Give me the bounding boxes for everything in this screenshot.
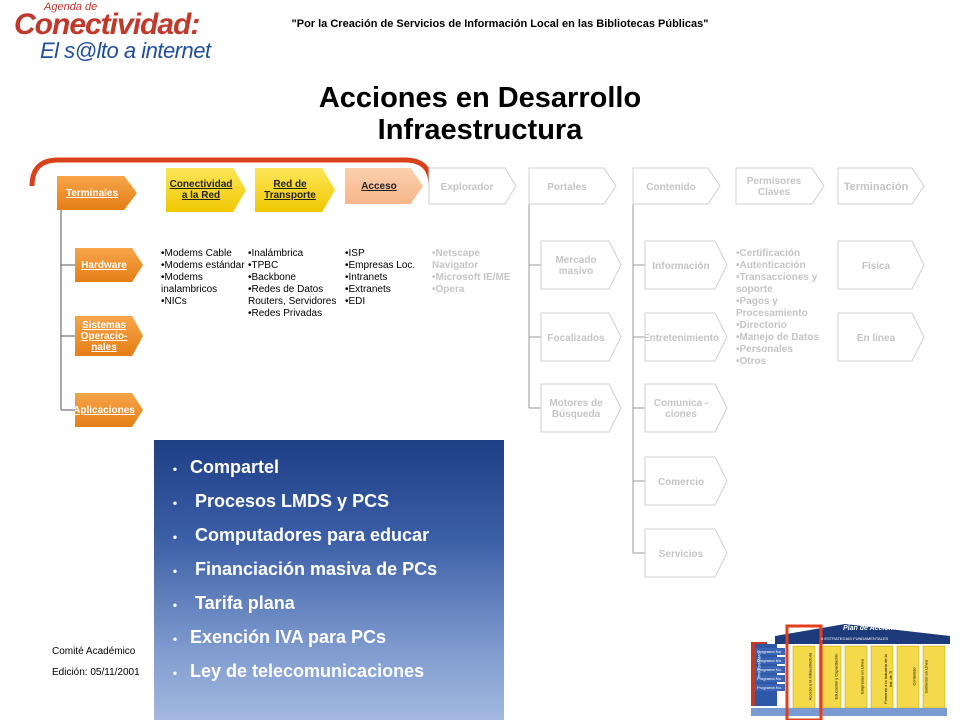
mercado-masivo-arrow[interactable]: Mercado masivo	[555, 255, 597, 277]
list-item: Backbone	[248, 272, 338, 284]
program-item: • Computadores para educar	[172, 525, 430, 545]
acceso-list: ISP Empresas Loc. Intranets Extranets ED…	[345, 248, 429, 308]
comunicaciones-arrow[interactable]: Comunica - ciones	[653, 398, 709, 420]
program-item: •Ley de telecomunicaciones	[172, 661, 425, 681]
entretenimiento-arrow[interactable]: Entretenimiento	[642, 332, 720, 344]
list-item: Manejo de Datos	[736, 332, 832, 344]
list-item: Autenticación	[736, 260, 832, 272]
program-item: • Procesos LMDS y PCS	[172, 491, 390, 511]
plan-strategy: Acceso a la Infraestructura	[807, 652, 813, 701]
plan-accion-thumbnail: Plan de Acción 6 ESTRATEGIAS FUNDAMENTAL…	[735, 622, 957, 720]
plan-strategy: Empresas en Línea	[859, 659, 865, 694]
plan-strategy: Contenido	[911, 667, 917, 686]
title-line1: Acciones en Desarrollo	[318, 82, 642, 114]
programs-list: •Compartel • Procesos LMDS y PCS • Compu…	[160, 450, 437, 688]
list-item: NICs	[161, 296, 247, 308]
logo-line1: Agenda de	[44, 1, 98, 13]
highlight-bracket	[29, 157, 434, 187]
plan-strategy: Gobierno en Línea	[923, 659, 929, 694]
footer-committee: Comité Académico	[52, 646, 136, 657]
program-item: •Exención IVA para PCs	[172, 627, 387, 647]
program-item: •Compartel	[172, 457, 280, 477]
logo-line2: Conectividad:	[14, 8, 200, 41]
acceso-arrow[interactable]: Acceso	[345, 168, 423, 204]
list-item: Otros	[736, 356, 832, 368]
list-item: Netscape Navigator	[432, 248, 524, 272]
program-item: • Financiación masiva de PCs	[172, 559, 438, 579]
list-item: Modems inalambricos	[161, 272, 247, 296]
list-item: Directorio	[736, 320, 832, 332]
focalizados-arrow[interactable]: Focalizados	[547, 332, 605, 344]
terminales-arrow[interactable]: Terminales	[57, 176, 137, 210]
permisores-arrow[interactable]: Permisores Claves	[746, 176, 802, 198]
plan-side-label: PROGRAMAS	[756, 651, 762, 678]
logo-line3: El s@lto a internet	[40, 38, 211, 63]
header-text: "Por la Creación de Servicios de Informa…	[291, 18, 709, 30]
plan-subtitle: 6 ESTRATEGIAS FUNDAMENTALES	[821, 636, 889, 641]
list-item: Empresas Loc.	[345, 260, 429, 272]
page-title: Acciones en Desarrollo Infraestructura	[180, 82, 780, 146]
comercio-arrow[interactable]: Comercio	[657, 476, 705, 488]
red-transporte-list: Inalámbrica TPBC Backbone Redes de Datos…	[248, 248, 338, 320]
footer-edition: Edición: 05/11/2001	[52, 667, 140, 678]
list-item: Modems estándar	[161, 260, 247, 272]
sistemas-operacionales-arrow[interactable]: Sistemas Operacio- nales	[75, 316, 143, 356]
plan-row-label: Programa No.	[757, 667, 782, 672]
permisores-list: Certificación Autenticación Transaccione…	[736, 248, 832, 368]
list-item: Microsoft IE/ME	[432, 272, 524, 284]
plan-strategy: Fomento a la Industria de la Ind. de TI	[883, 654, 893, 704]
aplicaciones-arrow[interactable]: Aplicaciones	[75, 393, 143, 427]
explorador-arrow[interactable]: Explorador	[440, 181, 494, 193]
terminacion-arrow[interactable]: Terminación	[843, 180, 909, 193]
list-item: ISP	[345, 248, 429, 260]
hardware-arrow[interactable]: Hardware	[75, 248, 143, 282]
informacion-arrow[interactable]: Información	[652, 260, 710, 272]
list-item: Redes Privadas	[248, 308, 338, 320]
list-item: TPBC	[248, 260, 338, 272]
fisica-arrow[interactable]: Física	[861, 260, 891, 272]
en-linea-arrow[interactable]: En línea	[856, 332, 896, 344]
motores-busqueda-arrow[interactable]: Motores de Búsqueda	[549, 398, 603, 420]
plan-row-label: Programa No.	[757, 658, 782, 663]
red-transporte-arrow[interactable]: Red de Transporte	[255, 168, 335, 212]
plan-row-label: Programa No.	[757, 685, 782, 690]
list-item: Opera	[432, 284, 524, 296]
list-item: Extranets	[345, 284, 429, 296]
title-line2: Infraestructura	[377, 114, 583, 146]
list-item: Pagos y Procesamiento	[736, 296, 832, 320]
programs-box: •Compartel • Procesos LMDS y PCS • Compu…	[154, 440, 504, 720]
list-item: Transacciones y soporte	[736, 272, 832, 296]
list-item: Certificación	[736, 248, 832, 260]
conectividad-list: Modems Cable Modems estándar Modems inal…	[161, 248, 247, 308]
list-item: Inalámbrica	[248, 248, 338, 260]
conectividad-arrow[interactable]: Conectividad a la Red	[166, 168, 246, 212]
list-item: Redes de Datos Routers, Servidores	[248, 284, 338, 308]
list-item: Modems Cable	[161, 248, 247, 260]
portales-arrow[interactable]: Portales	[547, 181, 587, 193]
plan-row-label: Programa No.	[757, 676, 782, 681]
list-item: Personales	[736, 344, 832, 356]
list-item: Intranets	[345, 272, 429, 284]
contenido-arrow[interactable]: Contenido	[646, 181, 696, 193]
servicios-arrow[interactable]: Servicios	[658, 548, 704, 560]
plan-row-label: Programa No.	[757, 649, 782, 654]
explorador-list: Netscape Navigator Microsoft IE/ME Opera	[432, 248, 524, 296]
plan-strategy: Educación y Capacitación	[833, 653, 839, 700]
list-item: EDI	[345, 296, 429, 308]
plan-title: Plan de Acción	[843, 625, 893, 632]
program-item: • Tarifa plana	[172, 593, 295, 613]
